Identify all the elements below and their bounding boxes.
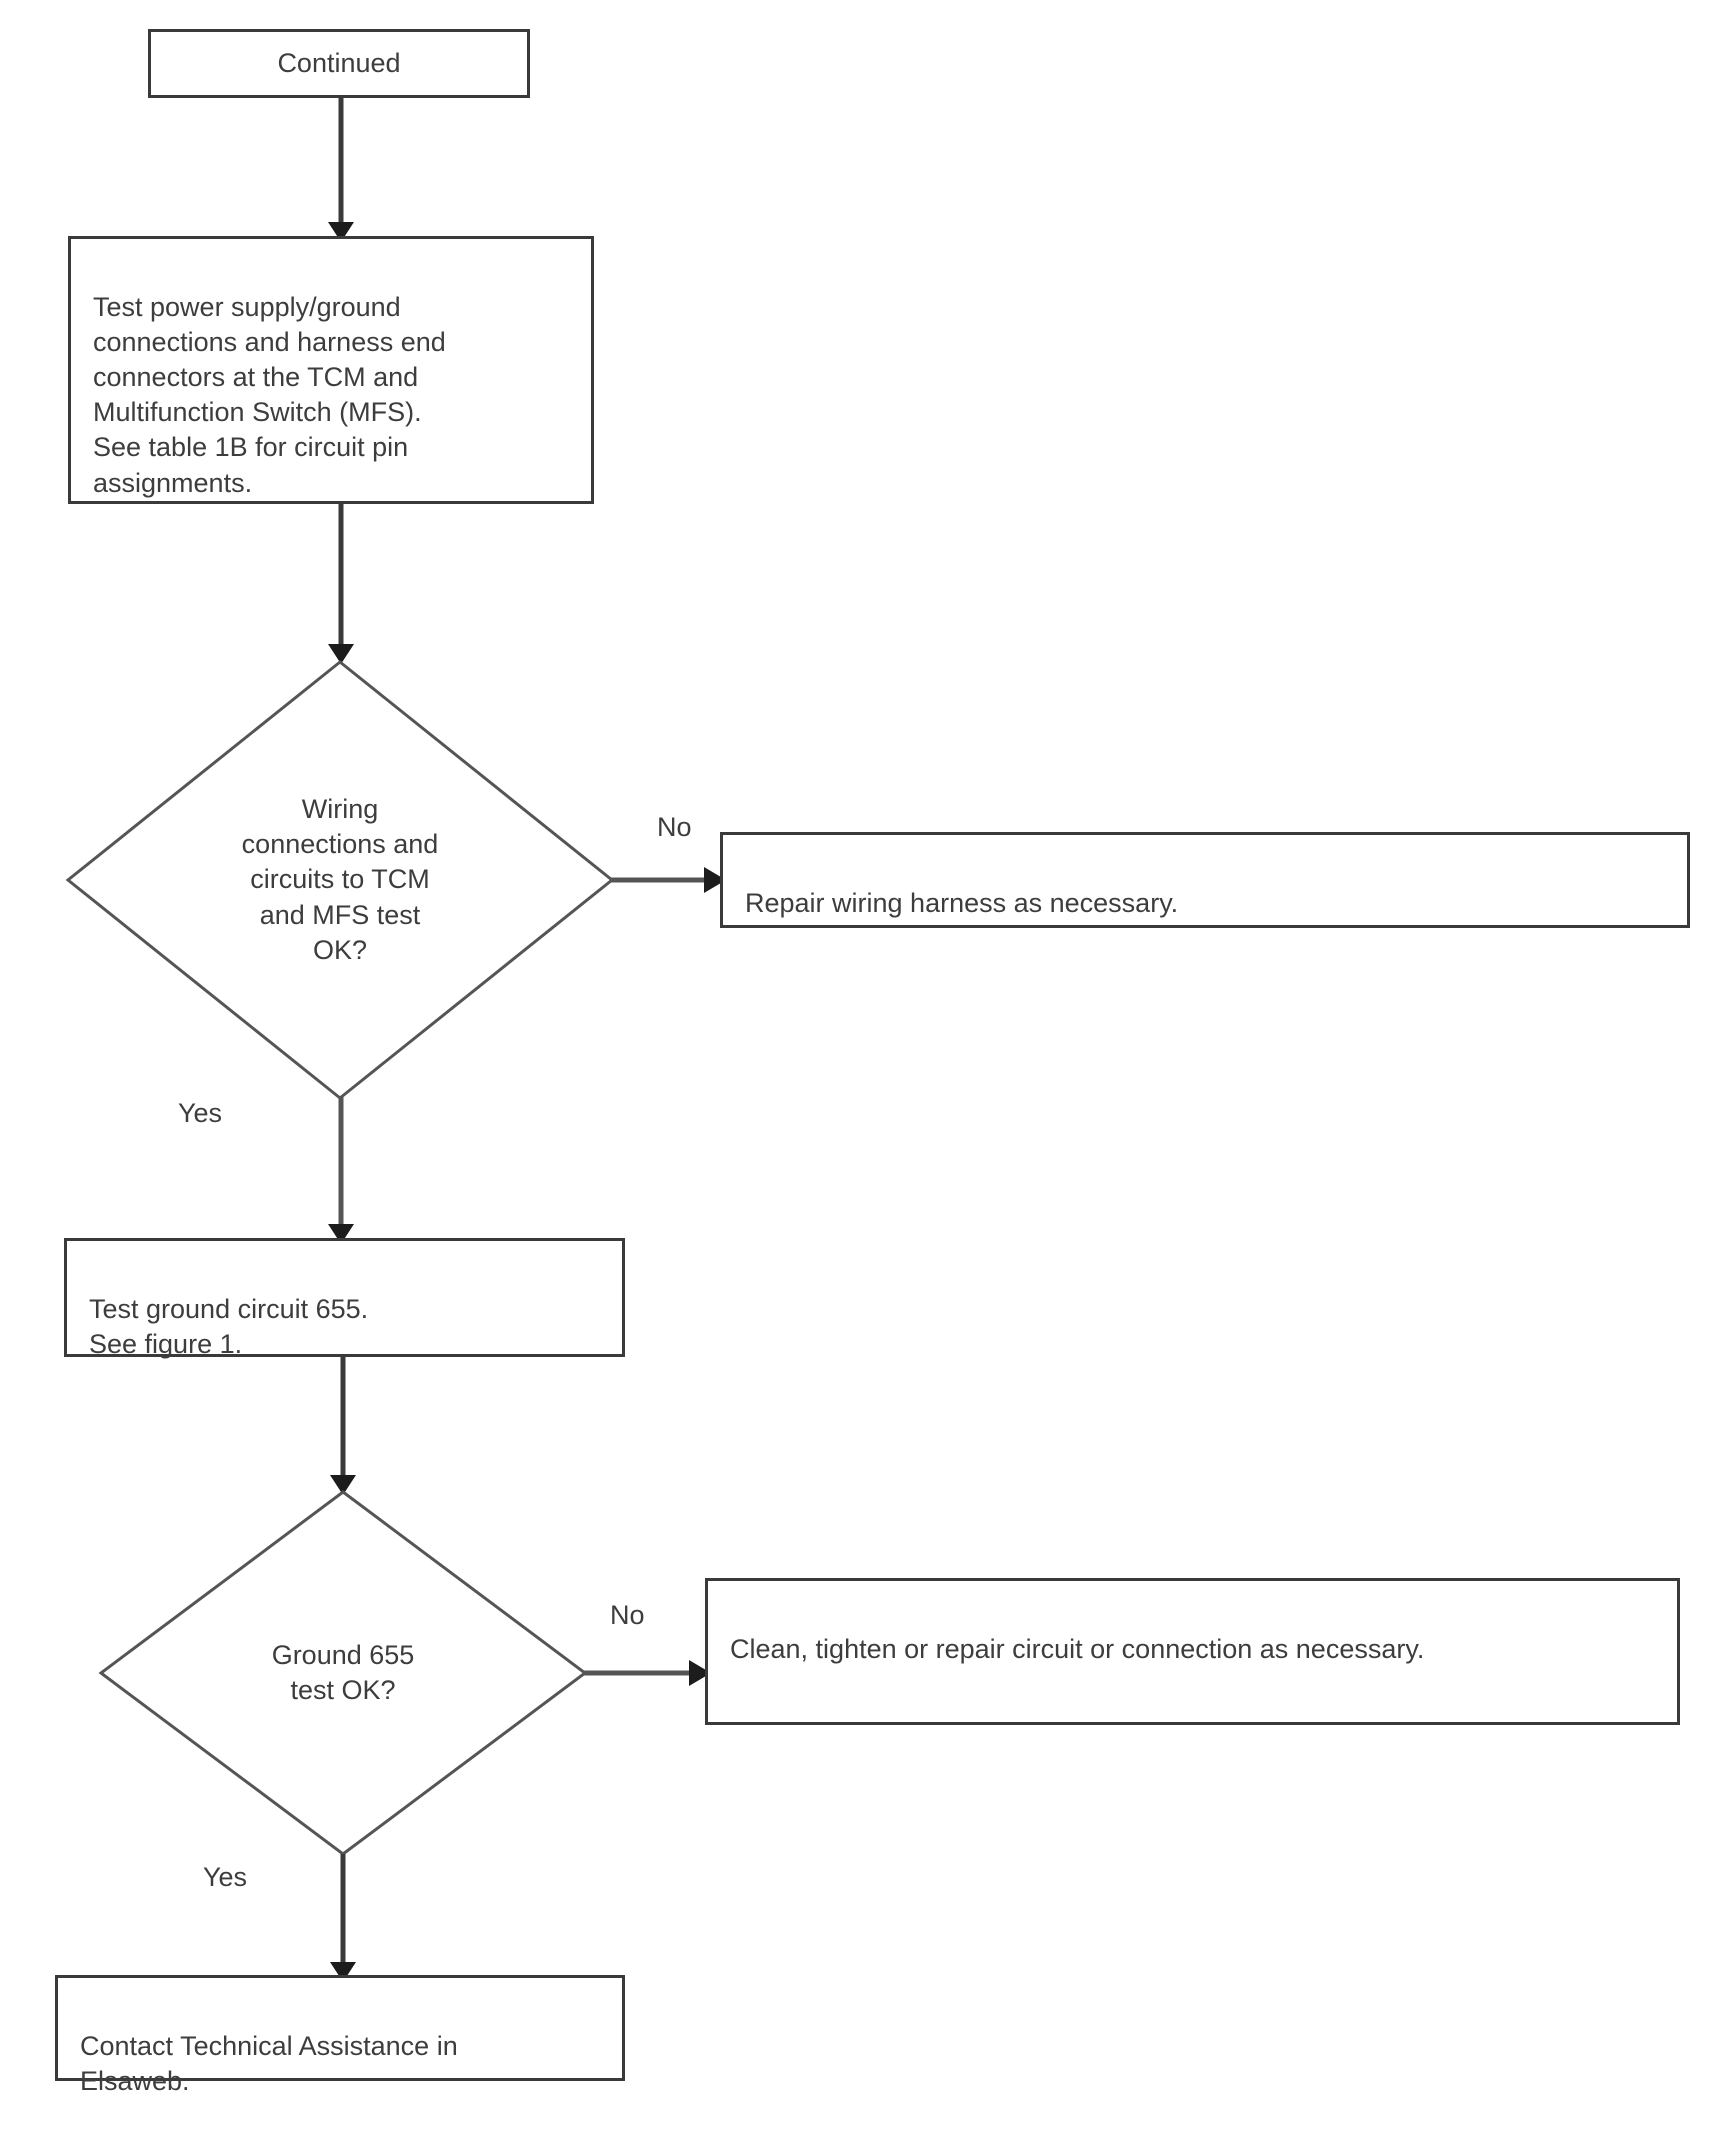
node-clean-tighten-repair-label: Clean, tighten or repair circuit or conn…: [730, 1634, 1425, 1665]
node-test-ground-655-label: Test ground circuit 655. See figure 1.: [89, 1294, 369, 1360]
node-repair-harness-label: Repair wiring harness as necessary.: [745, 888, 1179, 919]
node-test-power-supply-label: Test power supply/ground connections and…: [93, 292, 446, 498]
node-ground-655-decision[interactable]: Ground 655 test OK?: [98, 1490, 588, 1856]
node-wiring-ok-decision[interactable]: Wiring connections and circuits to TCM a…: [65, 660, 615, 1100]
edge-label-wiring-no: No: [657, 812, 692, 842]
connector-wiring-no-to-repair: [610, 867, 726, 893]
node-test-ground-655[interactable]: Test ground circuit 655. See figure 1.: [64, 1238, 625, 1359]
connector-test-power-to-wiring-decision: [328, 502, 354, 664]
edge-label-ground-no: No: [610, 1600, 645, 1630]
node-contact-technical-assistance-label: Contact Technical Assistance in Elsaweb.: [80, 2031, 458, 2097]
edge-label-ground-yes: Yes: [203, 1862, 248, 1892]
connector-continued-to-test-power: [328, 96, 354, 242]
diamond-shape-ground: [98, 1490, 588, 1856]
edge-label-wiring-yes: Yes: [178, 1098, 223, 1128]
node-contact-technical-assistance[interactable]: Contact Technical Assistance in Elsaweb.: [55, 1975, 625, 2096]
connector-wiring-yes-to-test-ground: [328, 1096, 354, 1244]
connector-test-ground-to-ground-decision: [330, 1355, 356, 1495]
diamond-shape-wiring: [65, 660, 615, 1100]
node-continued[interactable]: Continued: [148, 29, 530, 98]
node-continued-label: Continued: [277, 47, 401, 78]
node-test-power-supply[interactable]: Test power supply/ground connections and…: [68, 236, 594, 504]
node-clean-tighten-repair[interactable]: Clean, tighten or repair circuit or conn…: [705, 1578, 1680, 1725]
connector-ground-yes-to-contact: [330, 1854, 356, 1982]
connector-ground-no-to-clean: [583, 1660, 711, 1686]
node-repair-harness[interactable]: Repair wiring harness as necessary.: [720, 832, 1690, 928]
